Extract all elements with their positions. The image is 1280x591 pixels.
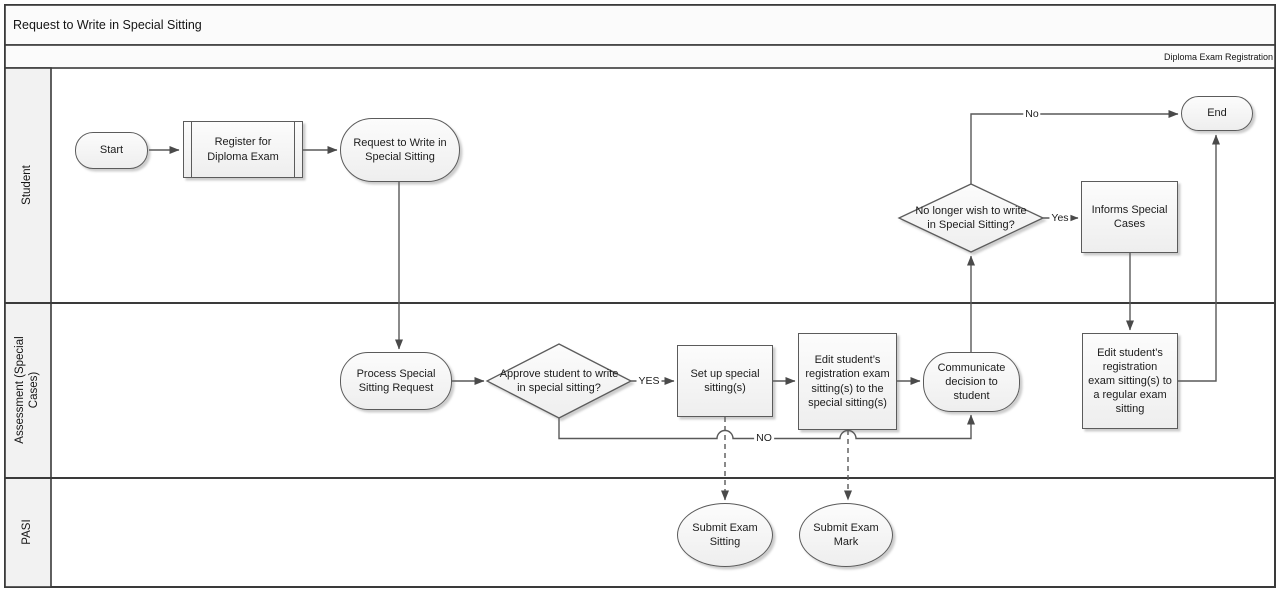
subtitle-bar [4, 44, 1276, 69]
page-subtitle: Diploma Exam Registration [1163, 51, 1273, 62]
set-up-special-sitting-node: Set up special sitting(s) [677, 345, 773, 417]
request-special-sitting-node: Request to Write in Special Sitting [340, 118, 460, 182]
edge-label-no-caps: NO [754, 432, 774, 444]
edit-registration-regular-sitting-node: Edit student’s registration exam sitting… [1082, 333, 1178, 429]
informs-special-cases-node: Informs Special Cases [1081, 181, 1178, 253]
title-bar [4, 4, 1276, 46]
submit-exam-mark-node: Submit Exam Mark [799, 503, 893, 567]
edge-nolonger-no-to-end [970, 110, 1179, 184]
edge-label-yes-caps: YES [636, 375, 662, 387]
register-diploma-exam-subprocess: Register for Diploma Exam [183, 121, 303, 178]
register-diploma-exam-label: Register for Diploma Exam [207, 136, 279, 163]
lane-header-student [4, 67, 52, 304]
outer-border [4, 4, 1276, 588]
subprocess-left-bar [191, 122, 192, 177]
edge-editregular-to-end [1178, 134, 1220, 382]
no-longer-decision-diamond [897, 183, 1045, 253]
process-special-sitting-request-node: Process Special Sitting Request [340, 352, 452, 410]
edge-label-yes: Yes [1049, 212, 1071, 224]
subprocess-right-bar [294, 122, 295, 177]
edge-approve-no-to-communicate [558, 414, 975, 440]
end-node: End [1181, 96, 1253, 131]
lane-header-pasi [4, 477, 52, 588]
lane-label-pasi: PASI [21, 519, 34, 545]
edit-registration-special-sitting-node: Edit student’s registration exam sitting… [798, 333, 897, 430]
start-node: Start [75, 132, 148, 169]
lane-label-student: Student [21, 165, 34, 205]
approve-decision-diamond [485, 343, 633, 419]
submit-exam-sitting-node: Submit Exam Sitting [677, 503, 773, 567]
communicate-decision-node: Communicate decision to student [923, 352, 1020, 412]
edge-label-no: No [1023, 108, 1041, 120]
no-longer-decision-label: No longer wish to write in Special Sitti… [915, 204, 1027, 231]
page-title: Request to Write in Special Sitting [13, 18, 202, 32]
approve-decision-label: Approve student to write in special sitt… [499, 367, 619, 394]
